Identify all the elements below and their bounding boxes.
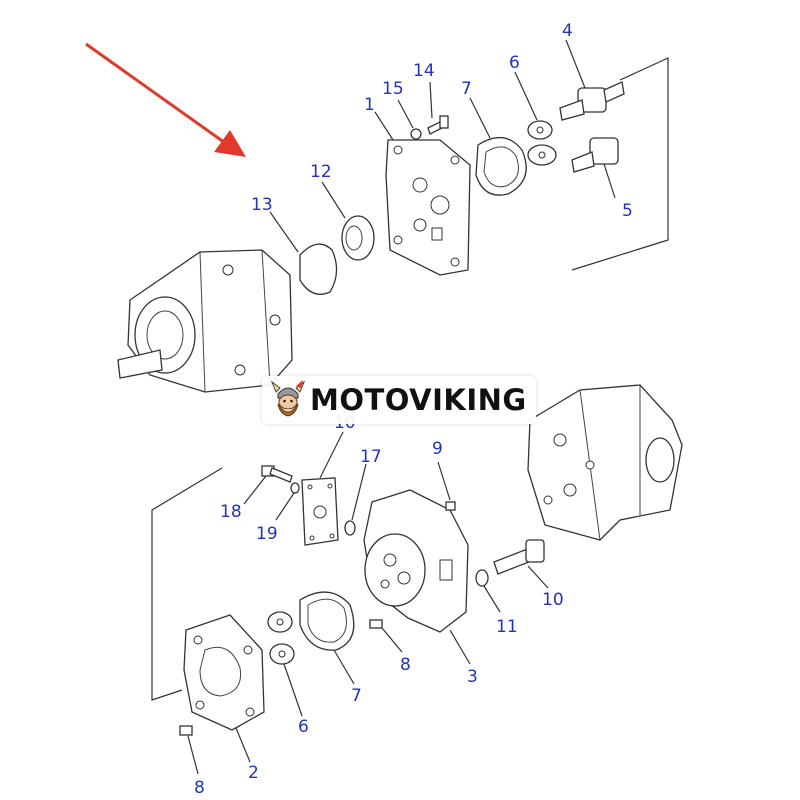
part-17-oring xyxy=(344,520,356,536)
part-labels: 1 2 3 4 5 6 6 7 7 8 8 9 10 10 11 12 13 1… xyxy=(194,21,633,798)
part-6-upper-washers xyxy=(527,120,557,166)
label-part-14: 14 xyxy=(413,61,435,81)
part-12-bearing xyxy=(341,215,375,261)
part-18-bolt xyxy=(261,465,293,483)
label-part-10-fitting: 10 xyxy=(542,590,564,610)
brand-logo: MOTOVIKING xyxy=(262,376,536,424)
part-6-lower-washers xyxy=(267,611,295,665)
lower-frame-lines xyxy=(151,467,223,701)
label-part-12: 12 xyxy=(310,162,332,182)
part-3-rear-body xyxy=(363,489,469,633)
viking-mascot-icon xyxy=(270,380,306,417)
label-part-3: 3 xyxy=(467,667,478,687)
red-arrow-icon xyxy=(85,42,246,157)
lower-pump-body xyxy=(527,384,683,541)
part-7-lower-seal xyxy=(299,591,355,651)
part-13-gasket xyxy=(299,243,338,295)
label-part-8-bottom: 8 xyxy=(194,778,205,798)
part-11-washer xyxy=(475,569,489,587)
label-part-18: 18 xyxy=(220,502,242,522)
label-part-5: 5 xyxy=(622,201,633,221)
part-9-pin xyxy=(445,501,456,511)
label-part-17: 17 xyxy=(360,447,382,467)
upper-frame-lines xyxy=(571,57,669,271)
label-part-7-lower: 7 xyxy=(351,686,362,706)
part-8-pin-upper xyxy=(369,619,383,629)
label-part-8-middle: 8 xyxy=(400,655,411,675)
part-8-pin-lower xyxy=(179,725,193,736)
label-part-2: 2 xyxy=(248,763,259,783)
label-part-6-upper: 6 xyxy=(509,53,520,73)
label-part-6-lower: 6 xyxy=(298,717,309,737)
label-part-4: 4 xyxy=(562,21,573,41)
part-5-driven-gear xyxy=(571,137,619,173)
brand-name: MOTOVIKING xyxy=(310,383,527,417)
leader-lines xyxy=(187,39,616,775)
label-part-13: 13 xyxy=(251,195,273,215)
part-14-bolt xyxy=(427,115,449,135)
label-part-19: 19 xyxy=(256,524,278,544)
part-7-upper-seal xyxy=(475,137,527,196)
label-part-9: 9 xyxy=(432,439,443,459)
label-part-15: 15 xyxy=(382,79,404,99)
label-part-7-upper: 7 xyxy=(461,79,472,99)
part-19-washer xyxy=(290,482,300,494)
part-4-drive-gear xyxy=(559,81,625,121)
label-part-1: 1 xyxy=(364,95,375,115)
part-2-flange xyxy=(183,614,265,731)
upper-pump-body xyxy=(117,249,293,393)
part-15-washer xyxy=(410,128,422,140)
part-16-plate xyxy=(301,477,339,546)
label-part-11: 11 xyxy=(496,617,518,637)
part-10-fitting xyxy=(493,539,545,575)
part-1-front-plate xyxy=(385,139,471,276)
